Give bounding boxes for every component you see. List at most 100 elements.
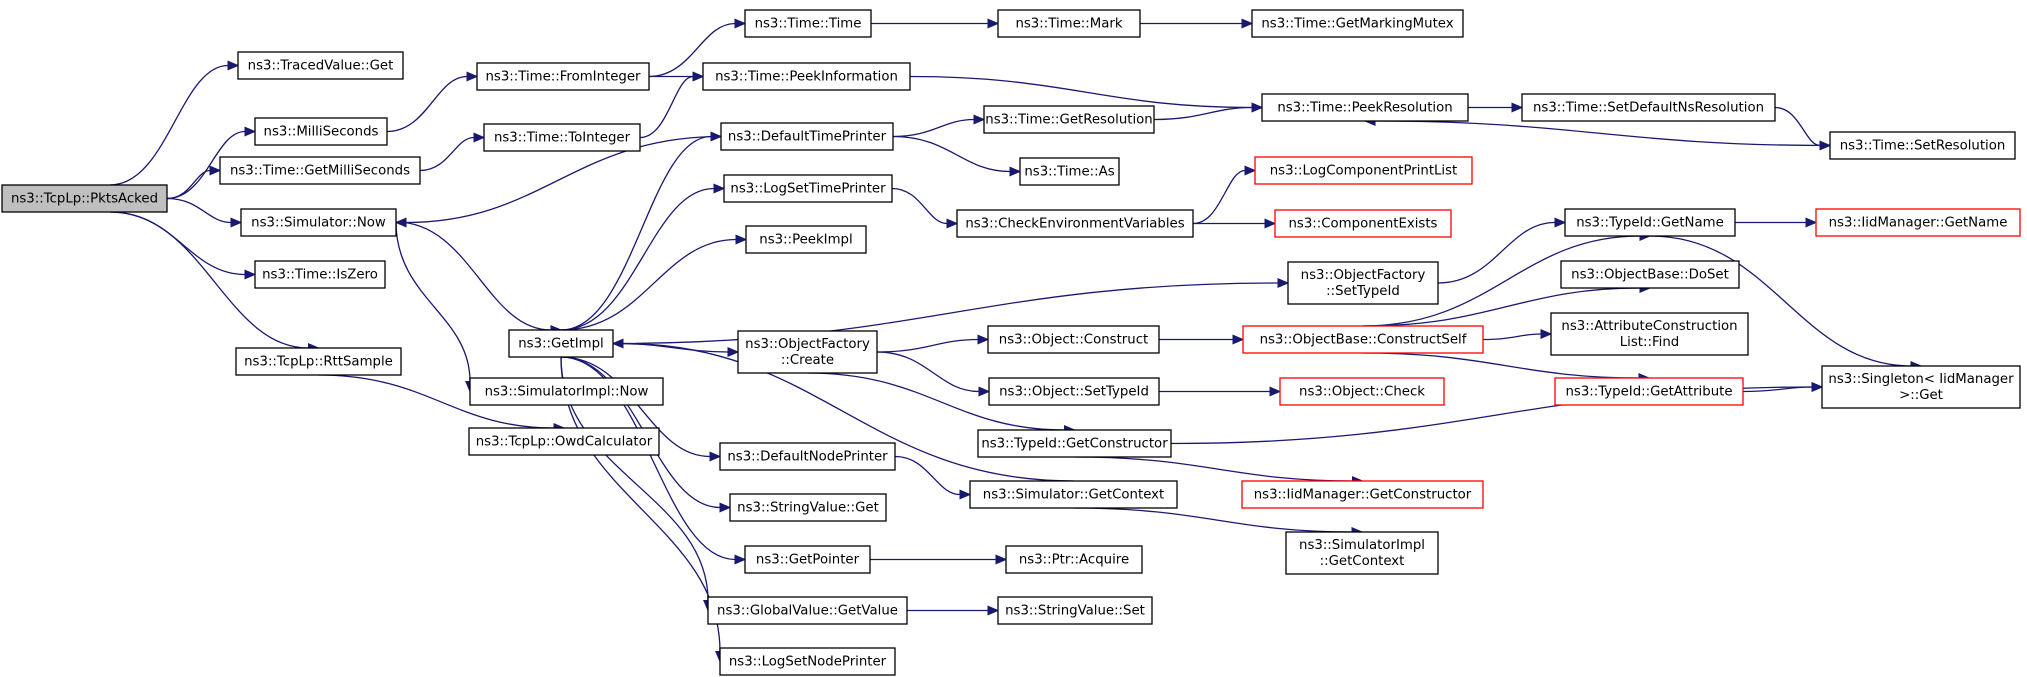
function-node-setdefaultnsres[interactable]: ns3::Time::SetDefaultNsResolution <box>1521 93 1776 122</box>
function-node-box <box>1251 9 1464 38</box>
function-node-box <box>1287 261 1439 305</box>
function-node-timemark[interactable]: ns3::Time::Mark <box>997 9 1141 38</box>
function-node-owdcalc[interactable]: ns3::TcpLp::OwdCalculator <box>468 427 660 456</box>
function-node-simimplnow[interactable]: ns3::SimulatorImpl::Now <box>469 377 664 406</box>
function-node-label: ns3::CheckEnvironmentVariables <box>965 217 1184 232</box>
function-node-iidgetconstructor[interactable]: ns3::IidManager::GetConstructor <box>1241 480 1484 509</box>
function-node-milliseconds[interactable]: ns3::MilliSeconds <box>254 117 388 146</box>
function-node-label: ::GetContext <box>1320 554 1405 569</box>
function-node-objbasedoset[interactable]: ns3::ObjectBase::DoSet <box>1560 260 1740 289</box>
function-node-tracedget[interactable]: ns3::TracedValue::Get <box>237 51 404 80</box>
function-node-objfactcreate[interactable]: ns3::ObjectFactory::Create <box>737 330 878 374</box>
call-edge-arrowhead <box>735 234 748 245</box>
function-node-logcomplist[interactable]: ns3::LogComponentPrintList <box>1254 156 1473 185</box>
function-node-label: ns3::SimulatorImpl::Now <box>485 385 649 400</box>
function-node-box <box>969 480 1178 509</box>
function-node-getmarkingmutex[interactable]: ns3::Time::GetMarkingMutex <box>1251 9 1464 38</box>
function-node-typeidgetattr[interactable]: ns3::TypeId::GetAttribute <box>1554 377 1744 406</box>
function-node-ptracquire[interactable]: ns3::Ptr::Acquire <box>1005 545 1143 574</box>
function-node-label: ns3::ObjectFactory <box>745 337 870 352</box>
function-node-label: ns3::DefaultTimePrinter <box>728 130 887 145</box>
call-edge <box>1362 287 1641 327</box>
function-node-stringset[interactable]: ns3::StringValue::Set <box>997 596 1153 625</box>
function-node-label: ns3::TcpLp::RttSample <box>244 355 393 370</box>
function-node-rttsample[interactable]: ns3::TcpLp::RttSample <box>235 347 402 376</box>
function-node-simnow[interactable]: ns3::Simulator::Now <box>240 208 397 237</box>
function-node-timetime[interactable]: ns3::Time::Time <box>744 9 872 38</box>
function-node-box <box>983 105 1155 134</box>
call-edge <box>109 64 229 186</box>
function-node-label: ns3::TracedValue::Get <box>248 59 394 74</box>
call-edge-arrowhead <box>1269 386 1282 397</box>
function-node-checkenv[interactable]: ns3::CheckEnvironmentVariables <box>956 209 1194 238</box>
function-node-frominteger[interactable]: ns3::Time::FromInteger <box>476 62 650 91</box>
call-edge-arrowhead <box>1251 102 1264 113</box>
function-node-iszero[interactable]: ns3::Time::IsZero <box>254 260 386 289</box>
function-node-deftimeprinter[interactable]: ns3::DefaultTimePrinter <box>720 122 894 151</box>
function-node-box <box>719 442 896 471</box>
function-node-label: ns3::AttributeConstruction <box>1561 319 1737 334</box>
function-node-globalgetvalue[interactable]: ns3::GlobalValue::GetValue <box>707 596 908 625</box>
function-node-simgetcontext[interactable]: ns3::Simulator::GetContext <box>969 480 1178 509</box>
function-node-label: ns3::StringValue::Set <box>1005 604 1145 619</box>
function-node-label: ns3::Time::As <box>1024 165 1114 180</box>
function-node-label: ns3::PeekImpl <box>759 233 852 248</box>
function-node-objconstruct[interactable]: ns3::Object::Construct <box>987 325 1160 354</box>
function-node-objsettypeid[interactable]: ns3::Object::SetTypeId <box>988 377 1160 406</box>
function-node-getmilliseconds[interactable]: ns3::Time::GetMilliSeconds <box>219 156 421 185</box>
function-node-getpointer[interactable]: ns3::GetPointer <box>744 545 871 574</box>
function-node-stringget[interactable]: ns3::StringValue::Get <box>729 493 887 522</box>
function-node-setresolution[interactable]: ns3::Time::SetResolution <box>1829 131 2016 160</box>
call-edge-arrowhead <box>1241 18 1254 29</box>
function-node-tointeger[interactable]: ns3::Time::ToInteger <box>483 123 641 152</box>
function-node-peekresolution[interactable]: ns3::Time::PeekResolution <box>1261 93 1469 122</box>
function-node-label: ns3::Simulator::GetContext <box>983 488 1164 503</box>
function-node-compexists[interactable]: ns3::ComponentExists <box>1274 209 1452 238</box>
function-node-getresolution[interactable]: ns3::Time::GetResolution <box>983 105 1155 134</box>
function-node-getimpl[interactable]: ns3::GetImpl <box>508 329 614 358</box>
function-node-defnodeprinter[interactable]: ns3::DefaultNodePrinter <box>719 442 896 471</box>
function-node-box <box>737 330 878 374</box>
function-node-logsettimeprinter[interactable]: ns3::LogSetTimePrinter <box>723 174 893 203</box>
function-node-simimplgetcontext[interactable]: ns3::SimulatorImpl::GetContext <box>1285 531 1439 575</box>
function-node-pktsacked[interactable]: ns3::TcpLp::PktsAcked <box>1 184 168 213</box>
call-edge <box>612 282 1279 345</box>
function-node-objcheck[interactable]: ns3::Object::Check <box>1279 377 1445 406</box>
call-edge-arrowhead <box>734 554 747 565</box>
call-edge-arrowhead <box>1264 218 1277 229</box>
function-node-label: ns3::GetPointer <box>756 553 860 568</box>
call-edge <box>560 135 712 331</box>
function-node-constructself[interactable]: ns3::ObjectBase::ConstructSelf <box>1242 325 1484 354</box>
function-node-logsetnodeprinter[interactable]: ns3::LogSetNodePrinter <box>719 647 896 676</box>
function-node-label: ns3::LogSetNodePrinter <box>729 655 887 670</box>
function-node-box <box>744 9 872 38</box>
function-node-singletonget[interactable]: ns3::Singleton< IidManager>::Get <box>1821 365 2021 409</box>
function-node-peekinfo[interactable]: ns3::Time::PeekInformation <box>702 62 911 91</box>
call-edge-arrowhead <box>1277 278 1290 288</box>
function-node-label: ns3::IidManager::GetConstructor <box>1254 488 1472 503</box>
function-node-timeas[interactable]: ns3::Time::As <box>1019 157 1120 186</box>
call-edge-arrowhead <box>734 18 747 29</box>
call-edge <box>892 118 975 138</box>
function-node-box <box>483 123 641 152</box>
function-node-box <box>744 545 871 574</box>
function-node-label: ns3::SimulatorImpl <box>1299 538 1425 553</box>
call-edge <box>560 356 711 458</box>
call-edge-arrowhead <box>394 217 407 228</box>
function-node-box <box>1285 531 1439 575</box>
function-node-iidgetname[interactable]: ns3::IidManager::GetName <box>1815 208 2021 237</box>
function-node-getconstructor[interactable]: ns3::TypeId::GetConstructor <box>977 429 1172 458</box>
function-node-objfactsettypeid[interactable]: ns3::ObjectFactory::SetTypeId <box>1287 261 1439 305</box>
function-node-label: ns3::Object::Check <box>1299 385 1425 400</box>
function-node-label: ns3::GetImpl <box>518 337 603 352</box>
function-node-peekimpl[interactable]: ns3::PeekImpl <box>745 225 867 254</box>
call-edge-arrowhead <box>473 132 486 143</box>
call-edge <box>318 374 555 429</box>
function-node-label: ns3::Time::SetDefaultNsResolution <box>1533 101 1764 116</box>
function-node-label: ::SetTypeId <box>1326 284 1400 299</box>
function-node-box <box>468 427 660 456</box>
function-node-box <box>235 347 402 376</box>
call-edge <box>891 187 948 225</box>
function-node-typeidgetname[interactable]: ns3::TypeId::GetName <box>1564 208 1736 237</box>
